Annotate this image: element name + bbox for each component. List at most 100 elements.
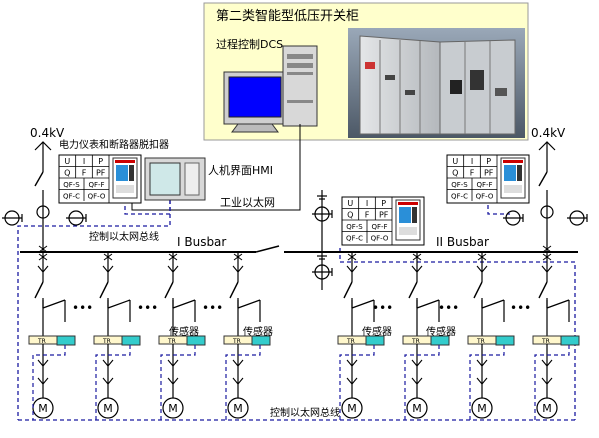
ellipsis-4: ••• [372,301,393,315]
motor-icon [227,397,249,419]
meter-device-keys [517,165,522,181]
meter-cell: I [83,157,85,166]
trip-unit-label: TR [346,338,355,345]
meter-cell: QF-C [63,193,80,201]
feeder-arrow [167,359,179,367]
feeder-x-mark [103,253,113,261]
ct-3 [503,210,524,226]
motor-label: M [477,402,487,415]
busbar-i-label: I Busbar [177,235,226,249]
motor-label: M [103,402,113,415]
meter-cell: PF [96,169,106,178]
ct-1 [2,210,23,226]
meter-cell: U [347,199,353,208]
meter-device-header [398,202,418,205]
ct-2 [66,210,87,226]
dcs-label: 过程控制DCS [216,37,283,51]
feeder-arrow [37,377,49,385]
trip-unit-cyan-box [121,335,141,346]
feeder-switch-blade [538,281,548,299]
meter-cell: F [82,169,87,178]
control-bus-top-label: 控制以太网总线 [89,230,159,243]
feeder-switch-blade [99,281,109,299]
feeder-x-mark [168,253,178,261]
feeder-contact-link [42,299,66,309]
incomer-ct-circle [540,205,554,219]
feeder-arrow [102,359,114,367]
feeder-arrow [167,377,179,385]
control-bus-bottom-label: 控制以太网总线 [270,406,340,419]
feeder-2: TRM [93,252,141,420]
feeder-x-mark [233,253,243,261]
feeder-arrow [476,359,488,367]
meter-device-panel [116,185,134,193]
meter-cell: Q [452,169,458,178]
meter-cell: QF-O [371,235,389,243]
meter-cell: P [98,157,103,166]
feeder-contact-link [481,299,505,309]
incomer-left [34,141,52,253]
feeder-arrow [346,359,358,367]
feeder-x-mark [38,253,48,261]
sensor-label-4: 传感器 [426,325,456,338]
feeder-arrow [232,377,244,385]
meter-device-screen [399,207,411,223]
meter-cell: QF-F [476,181,492,189]
trip-unit-cyan-box [186,335,206,346]
ellipsis-5: ••• [438,301,459,315]
switchgear-cabinet-image [348,28,525,138]
feeder-arrow [346,377,358,385]
motor-icon [341,397,363,419]
meter-caption: 电力仪表和断路器脱扣器 [59,138,169,151]
feeder-arrow [37,359,49,367]
feeder-x-mark [347,253,357,261]
ethernet-networks: 工业以太网 控制以太网总线 控制以太网总线 [17,124,576,420]
motor-icon [162,397,184,419]
incomer-ct-circle [36,205,50,219]
ellipsis-2: ••• [137,301,158,315]
meter-cell: U [64,157,70,166]
trip-unit-label: TR [541,338,550,345]
motor-label: M [412,402,422,415]
incomer-right [538,141,556,253]
meter-device-keys [129,165,134,181]
feeder-6: TR M [402,252,450,420]
bus-tie-switch [255,245,280,253]
trip-unit-cyan-box [365,335,385,346]
meter-cell: P [381,199,386,208]
feeder-3: TRM [158,252,206,420]
meter-cell: QF-F [88,181,104,189]
meter-device-panel [504,185,522,193]
ellipsis-6: ••• [510,301,531,315]
power-meter-device-icon [112,157,138,199]
meter-cell: Q [64,169,70,178]
motor-icon [471,397,493,419]
feeder-8: TRM [532,252,580,420]
power-meter-device-icon [395,199,421,241]
trip-unit-cyan-box [430,335,450,346]
trip-unit-label: TR [411,338,420,345]
feeder-arrow [476,377,488,385]
hmi-terminal-icon: 人机界面HMI [144,157,273,201]
meter-device-screen [504,165,516,181]
feeder-contact-link [416,299,440,309]
feeder-arrow [232,359,244,367]
motor-icon [406,397,428,419]
meter-cell: I [366,199,368,208]
meter-cell: QF-C [346,235,363,243]
incomer-lines [34,141,556,253]
ellipsis-1: ••• [72,301,93,315]
sensor-labels: 传感器 传感器 传感器 传感器 [169,325,456,338]
incomer-switch-blade [34,171,44,187]
trip-unit-label: TR [37,338,46,345]
ct-4 [567,210,588,226]
feeder-switch-blade [473,281,483,299]
feeder-switch-blade [229,281,239,299]
feeder-contact-link [107,299,131,309]
busbar: I Busbar II Busbar [20,235,578,253]
power-meter-device-icon [500,157,526,199]
